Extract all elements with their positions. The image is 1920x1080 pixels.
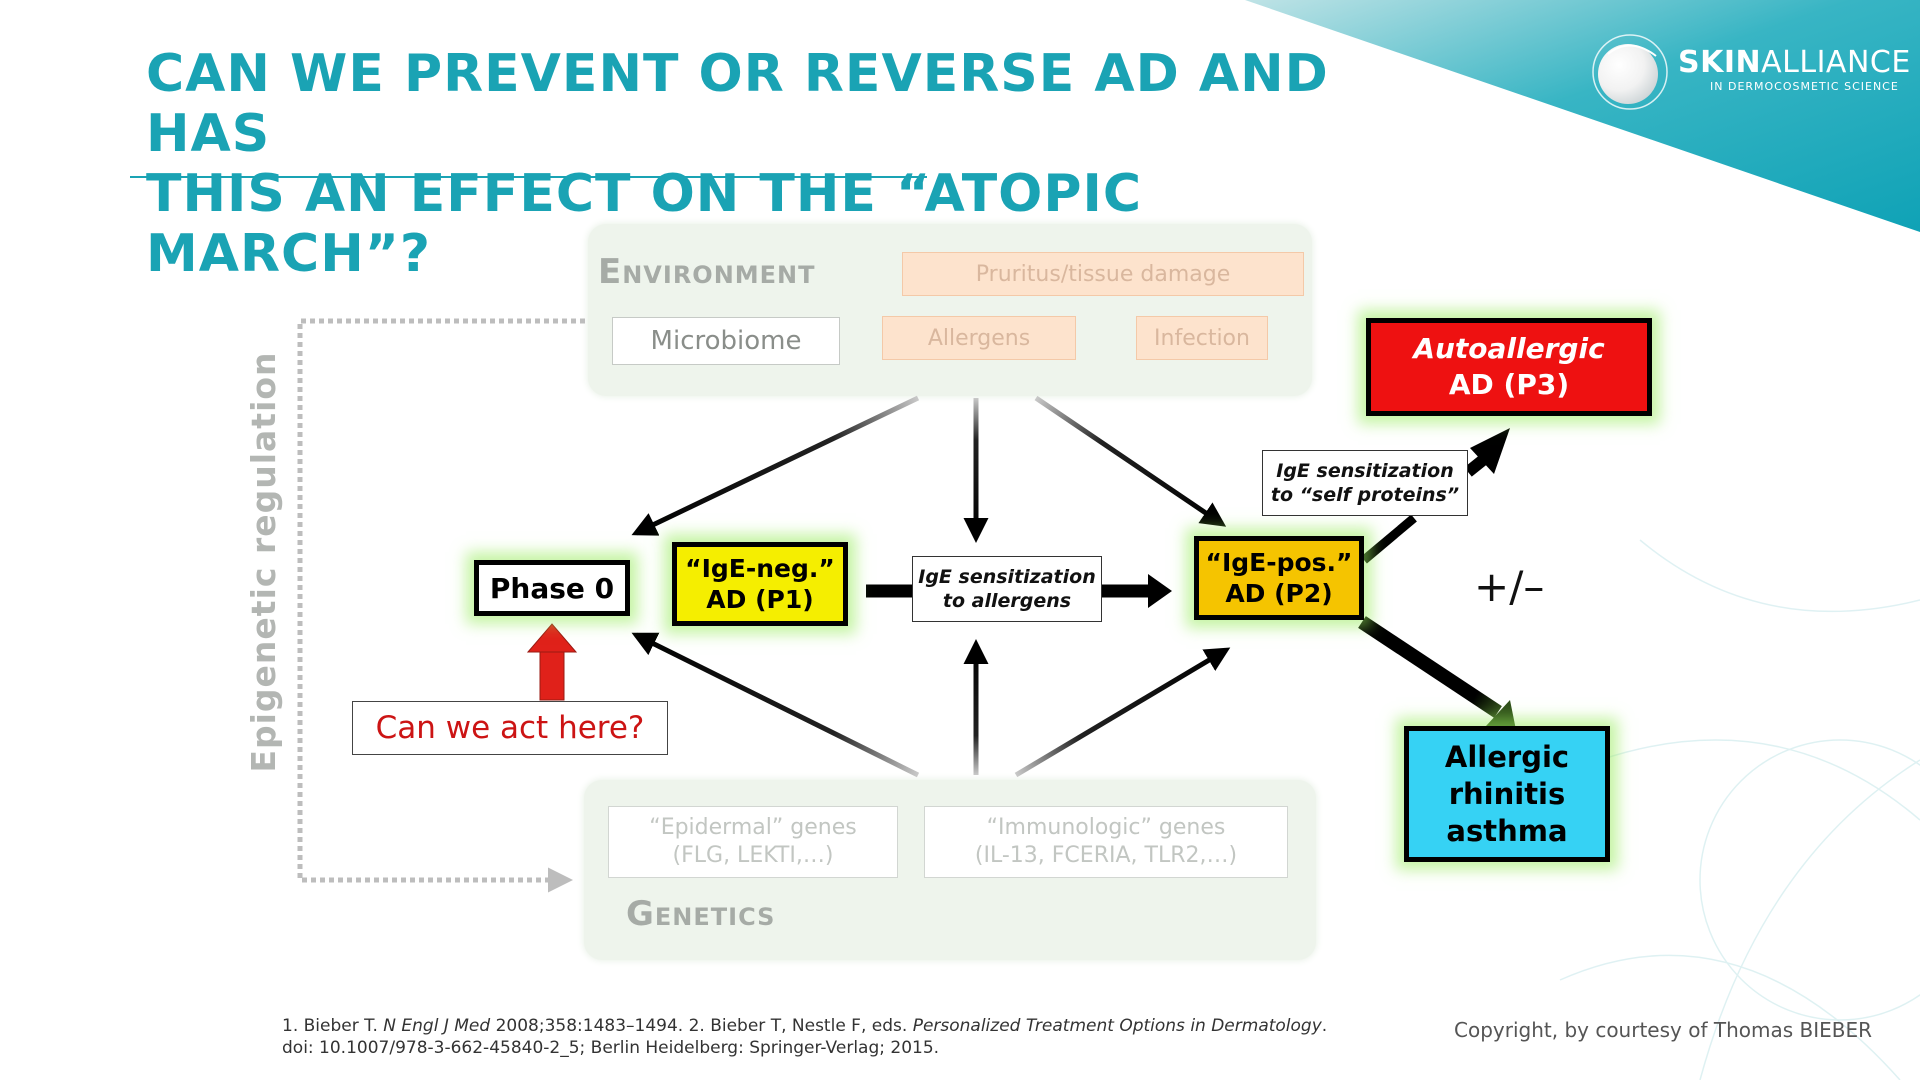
- ref-book: Personalized Treatment Options in Dermat…: [912, 1016, 1322, 1036]
- references: 1. Bieber T. N Engl J Med 2008;358:1483–…: [282, 1015, 1382, 1059]
- ref-journal: N Engl J Med: [383, 1016, 491, 1036]
- microbiome-box: Microbiome: [612, 317, 840, 365]
- p2-line-1: “IgE-pos.”: [1205, 548, 1353, 577]
- ref-text: 2008;358:1483–1494. 2. Bieber T, Nestle …: [490, 1016, 913, 1036]
- slide-title: CAN WE PREVENT OR REVERSE AD AND HAS THI…: [146, 44, 1346, 284]
- ref-end: .: [1321, 1016, 1328, 1036]
- environment-title: Environment: [598, 252, 816, 292]
- ige-self-line-1: IgE sensitization: [1276, 460, 1454, 482]
- p2-line-2: AD (P2): [1225, 579, 1333, 608]
- p1-line-1: “IgE-neg.”: [685, 554, 835, 583]
- p3-line-1: Autoallergic: [1413, 332, 1605, 365]
- allergic-node: Allergic rhinitis asthma: [1404, 726, 1610, 862]
- plus-minus-sign: +/–: [1474, 562, 1545, 611]
- reference-line-2: doi: 10.1007/978-3-662-45840-2_5; Berlin…: [282, 1038, 940, 1058]
- p3-node: Autoallergic AD (P3): [1366, 318, 1652, 416]
- brand-name-light: ALLIANCE: [1761, 45, 1911, 80]
- p2-node: “IgE-pos.” AD (P2): [1194, 536, 1364, 620]
- ige-allergens-line-1: IgE sensitization: [918, 566, 1096, 588]
- pearl-logo-icon: [1592, 34, 1668, 110]
- allergic-line-3: asthma: [1446, 813, 1568, 848]
- pruritus-box: Pruritus/tissue damage: [902, 252, 1304, 296]
- reference-line-1: 1. Bieber T. N Engl J Med 2008;358:1483–…: [282, 1015, 1382, 1037]
- brand-name-bold: SKIN: [1678, 45, 1762, 80]
- p1-line-2: AD (P1): [706, 585, 814, 614]
- immunologic-genes-line-2: (IL-13, FCERIA, TLR2,…): [974, 843, 1238, 868]
- p1-node: “IgE-neg.” AD (P1): [672, 542, 848, 626]
- epidermal-genes-line-1: “Epidermal” genes: [649, 815, 857, 840]
- copyright-text: Copyright, by courtesy of Thomas BIEBER: [1454, 1018, 1873, 1042]
- ige-allergens-line-2: to allergens: [942, 590, 1072, 612]
- ige-self-proteins-note: IgE sensitization to “self proteins”: [1262, 450, 1468, 516]
- immunologic-genes-line-1: “Immunologic” genes: [986, 815, 1226, 840]
- p3-line-2: AD (P3): [1448, 368, 1570, 401]
- allergens-box: Allergens: [882, 316, 1076, 360]
- epidermal-genes-box: “Epidermal” genes (FLG, LEKTI,…): [608, 806, 898, 878]
- ref-author-1: 1. Bieber T.: [282, 1016, 384, 1036]
- phase0-node: Phase 0: [474, 560, 630, 616]
- infection-box: Infection: [1136, 316, 1268, 360]
- genetics-title: Genetics: [626, 894, 776, 934]
- brand-tagline: IN DERMOCOSMETIC SCIENCE: [1710, 80, 1899, 93]
- allergic-line-2: rhinitis: [1448, 776, 1566, 811]
- title-line-2: THIS AN EFFECT ON THE “ATOPIC MARCH”?: [146, 164, 1143, 284]
- can-we-act-here-box: Can we act here?: [352, 701, 668, 755]
- immunologic-genes-box: “Immunologic” genes (IL-13, FCERIA, TLR2…: [924, 806, 1288, 878]
- ige-self-line-2: to “self proteins”: [1270, 484, 1460, 506]
- allergic-line-1: Allergic: [1444, 739, 1570, 774]
- epidermal-genes-line-2: (FLG, LEKTI,…): [672, 843, 834, 868]
- title-underline: [130, 176, 927, 178]
- ige-allergens-note: IgE sensitization to allergens: [912, 556, 1102, 622]
- title-line-1: CAN WE PREVENT OR REVERSE AD AND HAS: [146, 44, 1329, 164]
- brand-name: SKINALLIANCE: [1678, 45, 1911, 80]
